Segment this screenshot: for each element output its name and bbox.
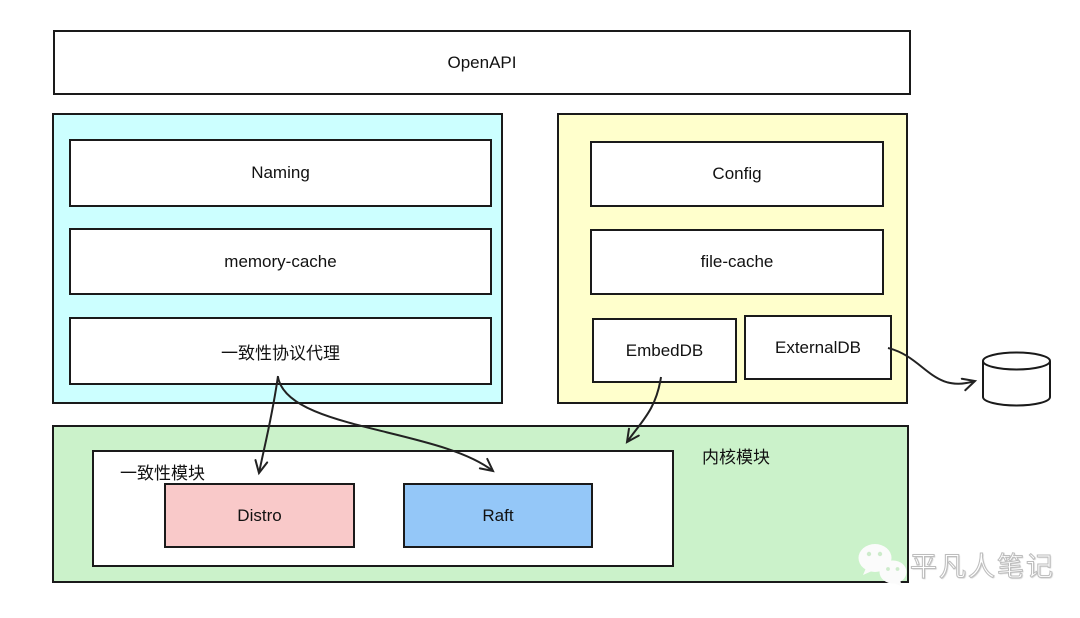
config-box: Config: [590, 141, 884, 207]
naming-label: Naming: [251, 163, 310, 182]
openapi-label: OpenAPI: [447, 52, 517, 72]
raft-label: Raft: [482, 505, 514, 525]
watermark: 平凡人笔记: [856, 541, 1055, 588]
embeddb-box: EmbedDB: [592, 318, 737, 383]
naming-group: Naming memory-cache 一致性协议代理: [52, 113, 503, 404]
naming-box: Naming: [69, 139, 492, 207]
openapi-box: OpenAPI: [53, 30, 911, 95]
watermark-text: 平凡人笔记: [910, 552, 1055, 583]
embeddb-label: EmbedDB: [625, 340, 704, 360]
consistency-proxy-box: 一致性协议代理: [69, 317, 492, 385]
wechat-icon: [858, 544, 907, 587]
externaldb-box: ExternalDB: [744, 315, 892, 380]
consistency-proxy-label: 一致性协议代理: [221, 343, 340, 363]
consistency-module-box: 一致性模块 Distro Raft: [92, 450, 674, 567]
memory-cache-box: memory-cache: [69, 228, 492, 295]
raft-box: Raft: [403, 483, 593, 548]
kernel-module-container: 内核模块 一致性模块 Distro Raft: [52, 425, 909, 583]
kernel-module-label: 内核模块: [702, 448, 770, 467]
database-cylinder-icon: [982, 351, 1051, 407]
externaldb-label: ExternalDB: [775, 337, 861, 357]
file-cache-label: file-cache: [700, 252, 774, 271]
consistency-module-label: 一致性模块: [120, 464, 205, 483]
config-group: Config file-cache EmbedDB ExternalDB: [557, 113, 908, 404]
distro-label: Distro: [237, 505, 282, 525]
memory-cache-label: memory-cache: [224, 251, 337, 271]
distro-box: Distro: [164, 483, 355, 548]
config-label: Config: [712, 164, 762, 183]
file-cache-box: file-cache: [590, 229, 884, 295]
